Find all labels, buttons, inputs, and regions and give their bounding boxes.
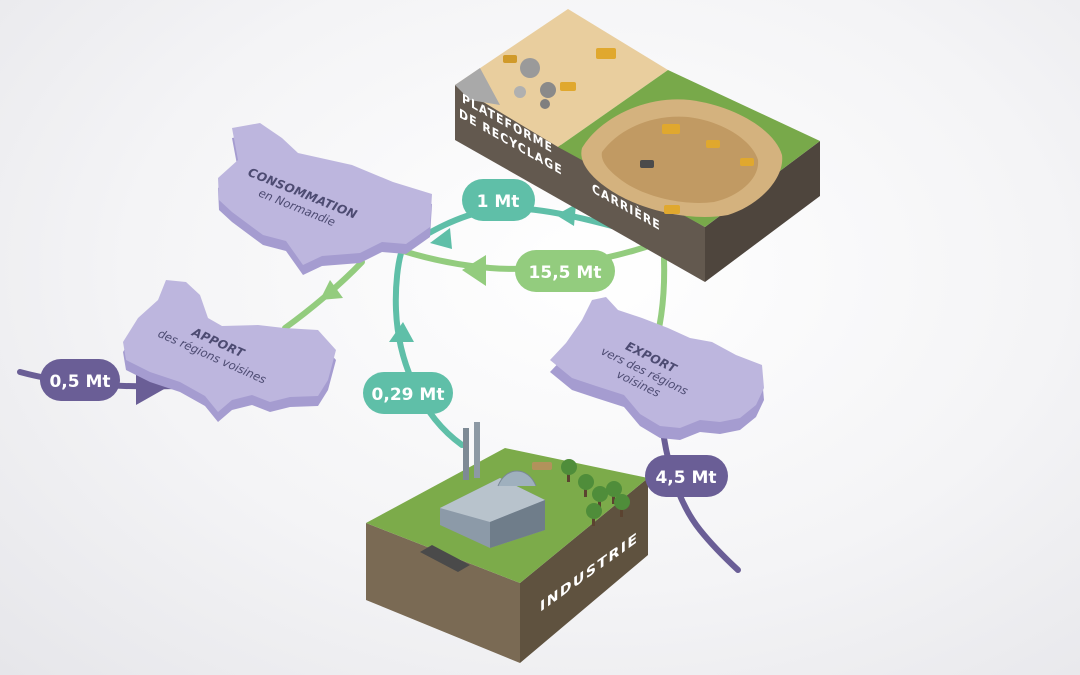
flow-line-export-purple bbox=[659, 422, 741, 573]
arrow-consommation-icon bbox=[430, 228, 452, 249]
block-recyclage-side bbox=[455, 85, 705, 282]
flow-line-industrie bbox=[392, 247, 465, 448]
region-export: EXPORT vers des régions voisines bbox=[550, 297, 764, 440]
pill-carriere: 15,5 Mt bbox=[515, 250, 615, 292]
pill-industrie-value: 0,29 Mt bbox=[372, 385, 445, 405]
arrow-carriere-icon bbox=[462, 255, 486, 286]
arrow-import-icon bbox=[136, 372, 166, 405]
block-industrie-side-right bbox=[520, 478, 648, 663]
arrow-recyclage-icon bbox=[556, 204, 576, 226]
flow-arrows bbox=[136, 204, 576, 405]
region-apport: APPORT des régions voisines bbox=[123, 280, 336, 422]
pill-export: 4,5 Mt bbox=[645, 455, 728, 497]
pill-import: 0,5 Mt bbox=[40, 359, 120, 401]
block-industrie: INDUSTRIE bbox=[366, 422, 648, 663]
pill-export-value: 4,5 Mt bbox=[655, 468, 716, 488]
region-consommation: CONSOMMATION en Normandie bbox=[218, 123, 432, 275]
trees-icon bbox=[561, 459, 630, 526]
pill-recyclage: 1 Mt bbox=[462, 179, 535, 221]
pill-recyclage-value: 1 Mt bbox=[477, 192, 520, 212]
pill-carriere-value: 15,5 Mt bbox=[529, 263, 602, 283]
arrow-industrie-icon bbox=[389, 322, 414, 342]
pill-industrie: 0,29 Mt bbox=[363, 372, 453, 414]
block-industrie-side-left bbox=[366, 523, 520, 663]
block-recyclage-carriere: PLATEFORME DE RECYCLAGE CARRIÈRE bbox=[455, 9, 820, 282]
block-recyclage-top bbox=[455, 9, 668, 147]
pill-import-value: 0,5 Mt bbox=[49, 372, 110, 392]
block-carriere-side bbox=[705, 141, 820, 282]
arrow-apport-icon bbox=[320, 280, 343, 300]
